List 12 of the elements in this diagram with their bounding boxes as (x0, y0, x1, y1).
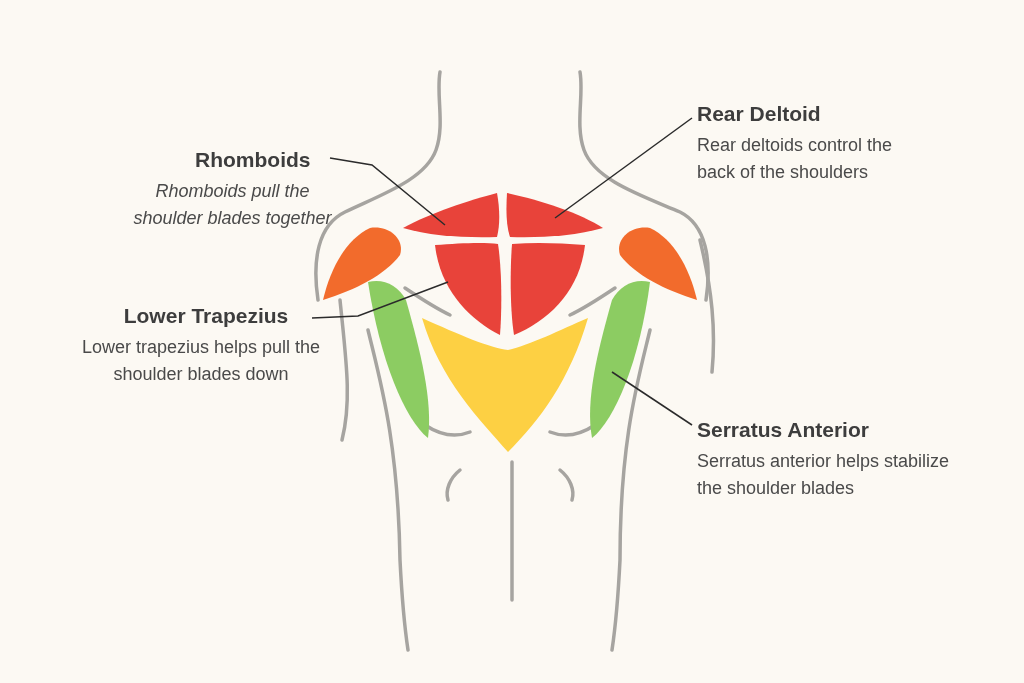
muscle-name: Serratus Anterior (697, 417, 870, 443)
muscle-description: Lower trapezius helps pull the shoulder blades down (80, 336, 322, 386)
muscle-name: Lower Trapezius (122, 303, 290, 329)
muscle-name: Rear Deltoid (697, 101, 822, 127)
leader-line (329, 157, 446, 226)
muscle-name: Rhomboids (194, 147, 312, 173)
leader-line (554, 117, 693, 219)
leader-line (611, 371, 693, 426)
muscle-description: Rhomboids pull the shoulder blades together (132, 180, 333, 230)
muscle-description: Rear deltoids control the back of the shoulders (697, 134, 894, 184)
muscle-description: Serratus anterior helps stabilize the shoulder blades (697, 450, 951, 500)
leader-line (311, 281, 449, 319)
